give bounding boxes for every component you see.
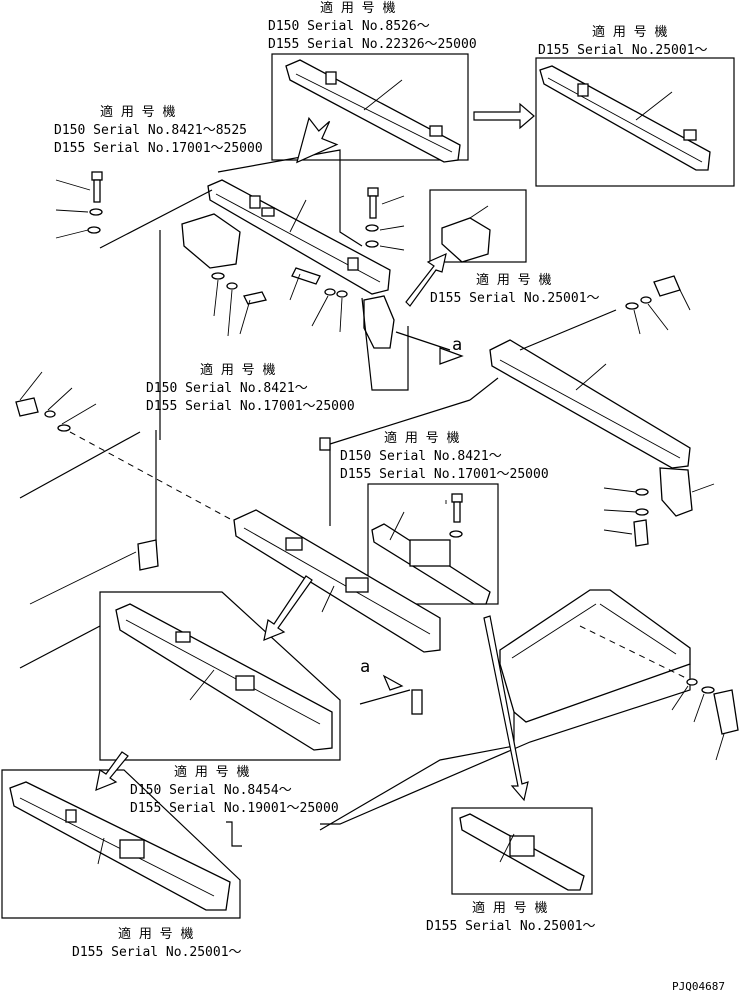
hardware-top-left xyxy=(55,171,213,249)
label-group-mid-left: 適 用 号 機 D150 Serial No.8421～ D155 Serial… xyxy=(146,362,355,414)
label-applicable-model: 適 用 号 機 xyxy=(384,430,459,446)
label-serial-d155: D155 Serial No.25001～ xyxy=(426,919,596,934)
label-serial-d155: D155 Serial No.25001～ xyxy=(538,43,708,58)
label-applicable-model: 適 用 号 機 xyxy=(476,272,551,288)
figure-code: PJQ04687 xyxy=(672,980,725,993)
label-serial-d155: D155 Serial No.17001～25000 xyxy=(146,399,355,414)
label-applicable-model: 適 用 号 機 xyxy=(592,24,667,40)
label-serial-d155: D155 Serial No.22326～25000 xyxy=(268,37,477,52)
callout-box-top-right xyxy=(535,57,735,187)
label-applicable-model: 適 用 号 機 xyxy=(472,900,547,916)
label-serial-d155: D155 Serial No.17001～25000 xyxy=(340,467,549,482)
label-applicable-model: 適 用 号 機 xyxy=(320,0,395,16)
callout-box-center-right xyxy=(367,483,499,605)
callout-box-small-bracket xyxy=(429,189,527,263)
hardware-right-middle xyxy=(603,487,649,547)
hardware-left xyxy=(15,371,233,521)
hardware-center xyxy=(445,493,463,538)
label-group-center: 適 用 号 機 D150 Serial No.8421～ D155 Serial… xyxy=(340,430,549,482)
label-applicable-model: 適 用 号 機 xyxy=(100,104,175,120)
label-applicable-model: 適 用 号 機 xyxy=(174,764,249,780)
center-bar xyxy=(233,437,441,653)
hardware-bottom-right xyxy=(671,678,739,761)
marker-a-upper: a xyxy=(452,335,462,355)
label-serial-d150: D150 Serial No.8421～8525 xyxy=(54,123,247,138)
label-group-top-right: 適 用 号 機 D155 Serial No.25001～ xyxy=(538,24,708,58)
label-applicable-model: 適 用 号 機 xyxy=(118,926,193,942)
label-serial-d155: D155 Serial No.17001～25000 xyxy=(54,141,263,156)
label-applicable-model: 適 用 号 機 xyxy=(200,362,275,378)
arrows xyxy=(95,102,535,802)
label-group-upper-left: 適 用 号 機 D150 Serial No.8421～8525 D155 Se… xyxy=(54,104,263,156)
label-serial-d150: D150 Serial No.8421～ xyxy=(146,381,308,396)
upper-bar-assembly xyxy=(181,149,409,391)
right-bar xyxy=(489,339,715,517)
left-plate xyxy=(29,230,161,605)
label-group-mid-right: 適 用 号 機 D155 Serial No.25001～ xyxy=(430,272,600,306)
label-group-lower-center: 適 用 号 機 D150 Serial No.8454～ D155 Serial… xyxy=(130,764,339,816)
hardware-upper-middle xyxy=(211,187,405,337)
label-serial-d150: D150 Serial No.8421～ xyxy=(340,449,502,464)
label-serial-d155: D155 Serial No.25001～ xyxy=(72,945,242,960)
label-serial-d155: D155 Serial No.25001～ xyxy=(430,291,600,306)
label-group-bottom-left: 適 用 号 機 D155 Serial No.25001～ xyxy=(72,926,242,960)
callout-box-top-center xyxy=(271,53,469,163)
marker-a-lower: a xyxy=(360,657,370,677)
label-serial-d155: D155 Serial No.19001～25000 xyxy=(130,801,339,816)
label-serial-d150: D150 Serial No.8526～ xyxy=(268,19,430,34)
label-group-bottom-right: 適 用 号 機 D155 Serial No.25001～ xyxy=(426,900,596,934)
hardware-right-top xyxy=(519,275,691,351)
callout-box-bottom-right xyxy=(451,807,593,895)
callout-box-center-left xyxy=(99,591,341,761)
callout-box-bottom-left xyxy=(1,769,241,919)
label-group-top-center: 適 用 号 機 D150 Serial No.8526～ D155 Serial… xyxy=(268,0,477,52)
label-serial-d150: D150 Serial No.8454～ xyxy=(130,783,292,798)
frame-platform xyxy=(319,589,691,831)
leader-lines xyxy=(19,331,499,847)
